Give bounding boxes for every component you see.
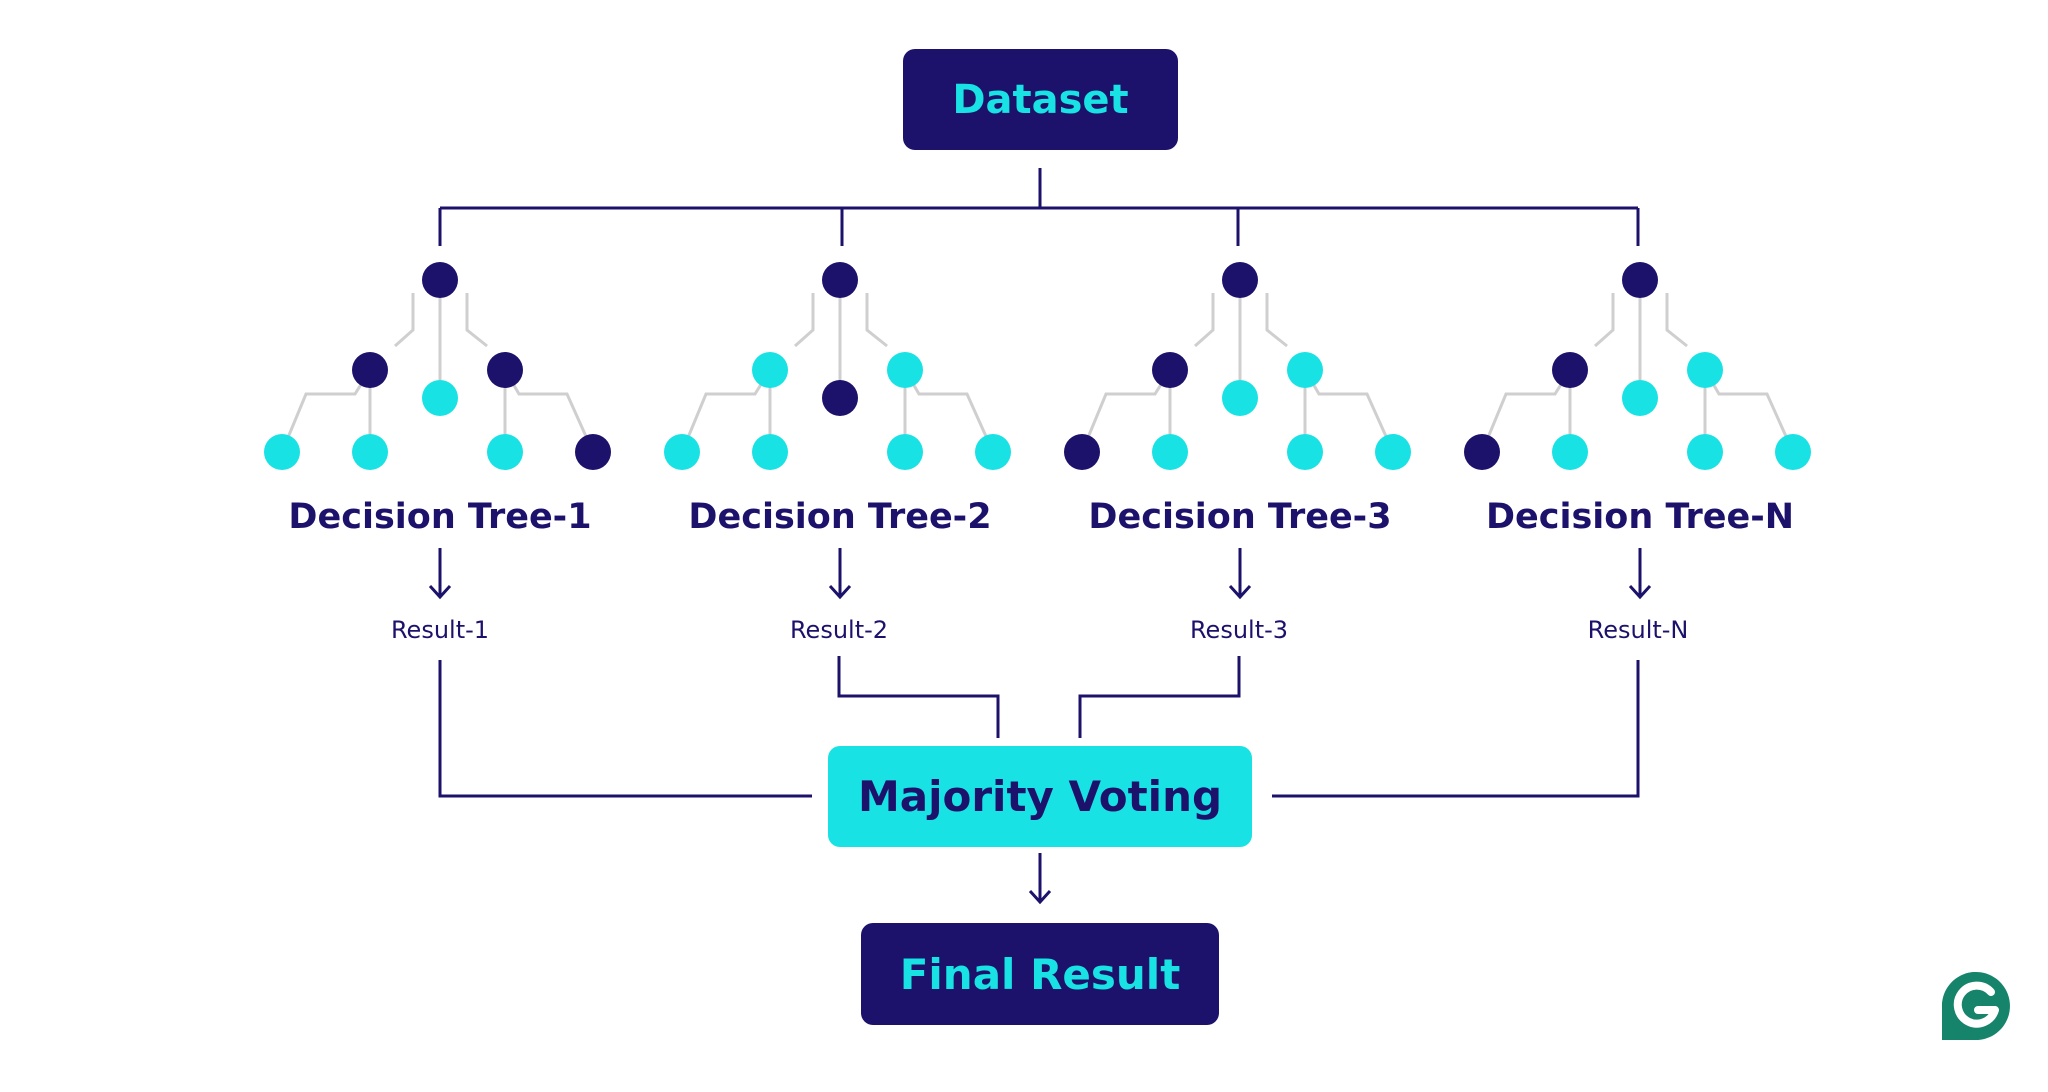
tree-node (352, 434, 388, 470)
tree-node (1687, 434, 1723, 470)
tree-node (664, 434, 700, 470)
tree-node (1687, 352, 1723, 388)
majority-voting-box: Majority Voting (828, 746, 1252, 847)
tree-root-node (1622, 262, 1658, 298)
tree-node (887, 434, 923, 470)
tree-branch (394, 293, 415, 348)
tree-node (487, 434, 523, 470)
decision-tree-1 (264, 262, 611, 470)
result-3-label: Result-3 (1189, 616, 1289, 644)
tree-n-label: Decision Tree-N (1485, 497, 1795, 537)
result-1-label: Result-1 (390, 616, 490, 644)
tree-node (1552, 352, 1588, 388)
grammarly-g-icon (1940, 970, 2012, 1042)
tree-node (575, 434, 611, 470)
tree-branch (1665, 293, 1688, 348)
tree-node (1287, 352, 1323, 388)
tree-node (752, 352, 788, 388)
tree-to-result-arrow (1628, 548, 1652, 600)
tree-node (1287, 434, 1323, 470)
tree-node (487, 352, 523, 388)
tree-node (1775, 434, 1811, 470)
tree-node (752, 434, 788, 470)
final-result-label: Final Result (899, 949, 1181, 999)
tree-3-label: Decision Tree-3 (1088, 497, 1392, 537)
tree-branch (1594, 293, 1615, 348)
tree-root-node (1222, 262, 1258, 298)
tree-node (975, 434, 1011, 470)
tree-node (352, 352, 388, 388)
tree-branch (1703, 369, 1795, 453)
tree-branch (1265, 293, 1288, 348)
tree-to-result-arrow (428, 548, 452, 600)
tree-branch (1480, 369, 1572, 453)
trees-group (264, 262, 1811, 470)
tree-root-node (422, 262, 458, 298)
tree-node (422, 380, 458, 416)
tree-branch (1194, 293, 1215, 348)
tree-root-node (822, 262, 858, 298)
tree-node (887, 352, 923, 388)
tree-node (1152, 434, 1188, 470)
tree-branch (503, 369, 595, 453)
decision-tree-3 (1064, 262, 1411, 470)
tree-node (1464, 434, 1500, 470)
tree-node (1222, 380, 1258, 416)
tree-branch (1080, 369, 1172, 453)
tree-node (1552, 434, 1588, 470)
arrow-group (428, 548, 1652, 905)
tree-branch (680, 369, 772, 453)
tree-node (1152, 352, 1188, 388)
tree-node (822, 380, 858, 416)
voting-to-final-arrow (1028, 853, 1052, 905)
tree-node (264, 434, 300, 470)
result-n-connector (1272, 660, 1640, 798)
final-result-box: Final Result (861, 923, 1219, 1025)
result-2-label: Result-2 (789, 616, 889, 644)
result-3-connector (1078, 656, 1241, 738)
decision-tree-2 (664, 262, 1011, 470)
tree-node (1064, 434, 1100, 470)
connector-lines (438, 168, 1640, 798)
tree-to-result-arrow (1228, 548, 1252, 600)
dataset-connector (438, 168, 1640, 246)
tree-node (1622, 380, 1658, 416)
tree-2-label: Decision Tree-2 (688, 497, 992, 537)
tree-branch (903, 369, 995, 453)
decision-tree-4 (1464, 262, 1811, 470)
tree-to-result-arrow (828, 548, 852, 600)
tree-node (1375, 434, 1411, 470)
majority-voting-label: Majority Voting (857, 772, 1223, 821)
tree-branch (865, 293, 888, 348)
dataset-box: Dataset (903, 49, 1178, 150)
dataset-label: Dataset (952, 76, 1129, 123)
tree-branch (280, 369, 372, 453)
tree-branch (465, 293, 488, 348)
result-n-label: Result-N (1587, 616, 1689, 644)
tree-branch (794, 293, 815, 348)
tree-1-label: Decision Tree-1 (288, 497, 592, 537)
tree-branch (1303, 369, 1395, 453)
result-1-connector (438, 660, 812, 798)
result-2-connector (837, 656, 1000, 738)
